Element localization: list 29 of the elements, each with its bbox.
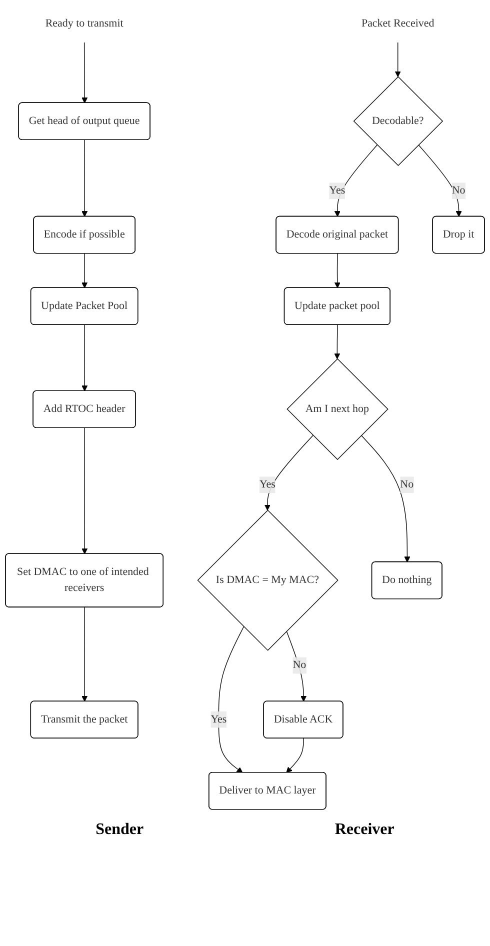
arrow (82, 253, 88, 288)
edge-label: No (452, 184, 466, 196)
arrow (394, 42, 401, 78)
arrow (82, 428, 88, 554)
arrow (82, 607, 88, 702)
node-diamond: Is DMAC = My MAC? (197, 510, 338, 651)
edge-label: Yes (210, 713, 227, 726)
edge-label: No (400, 478, 414, 490)
edge-label: Yes (259, 478, 276, 490)
column-caption: Sender (96, 820, 144, 839)
node-diamond: Decodable? (353, 76, 444, 166)
edge-label: Yes (329, 184, 346, 196)
arrow (360, 435, 410, 562)
arrow (286, 630, 307, 702)
arrow (82, 42, 88, 104)
node-text: Ready to transmit (45, 18, 124, 30)
arrow (82, 324, 88, 392)
column-caption: Receiver (334, 820, 394, 839)
arrow (218, 626, 244, 773)
arrow (264, 435, 314, 510)
arrow (334, 324, 340, 360)
arrow (418, 144, 462, 217)
arrow (82, 140, 88, 217)
node-diamond: Am I next hop (286, 358, 388, 460)
arrow (334, 253, 340, 288)
edge-label: No (292, 659, 306, 671)
arrow (334, 144, 378, 217)
node-text: Packet Received (361, 18, 434, 30)
arrow (286, 738, 304, 773)
